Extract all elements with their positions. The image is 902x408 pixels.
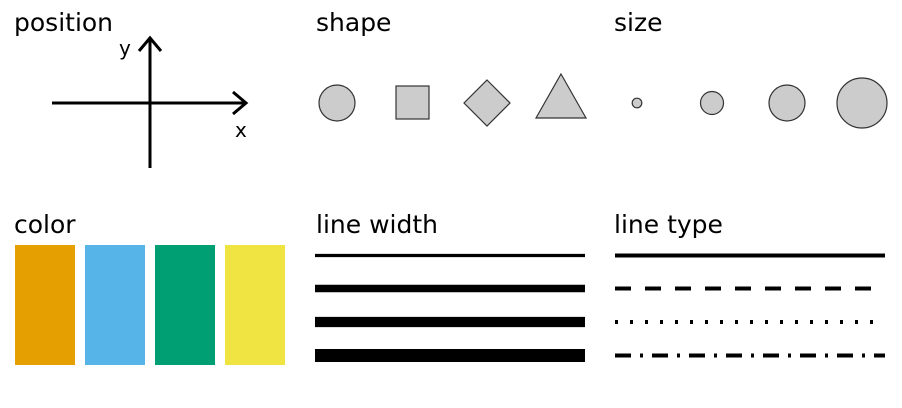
size-title: size bbox=[614, 8, 663, 37]
line-type-title: line type bbox=[614, 210, 723, 239]
color-swatch bbox=[225, 245, 285, 365]
y-axis-label: y bbox=[119, 36, 131, 60]
x-axis-arrowhead bbox=[232, 90, 249, 116]
size-circle bbox=[768, 84, 806, 122]
x-axis-label: x bbox=[235, 118, 247, 142]
shape-title: shape bbox=[316, 8, 392, 37]
color-swatch bbox=[85, 245, 145, 365]
color-swatch bbox=[155, 245, 215, 365]
size-circle bbox=[699, 90, 725, 116]
color-title: color bbox=[14, 210, 76, 239]
color-swatches bbox=[15, 245, 285, 365]
shape-triangle bbox=[534, 72, 588, 119]
shape-square bbox=[395, 85, 430, 120]
position-axes bbox=[52, 35, 249, 168]
y-axis-arrowhead bbox=[137, 35, 163, 52]
line-width-items bbox=[315, 253, 585, 363]
size-circle bbox=[836, 77, 888, 129]
color-swatch bbox=[15, 245, 75, 365]
shape-circle bbox=[318, 84, 356, 122]
size-circle bbox=[631, 97, 643, 109]
shape-items bbox=[318, 72, 588, 127]
line-width-title: line width bbox=[316, 210, 438, 239]
shape-diamond bbox=[463, 79, 511, 127]
size-items bbox=[631, 77, 888, 129]
line-type-items bbox=[615, 253, 885, 358]
position-title: position bbox=[14, 8, 114, 37]
